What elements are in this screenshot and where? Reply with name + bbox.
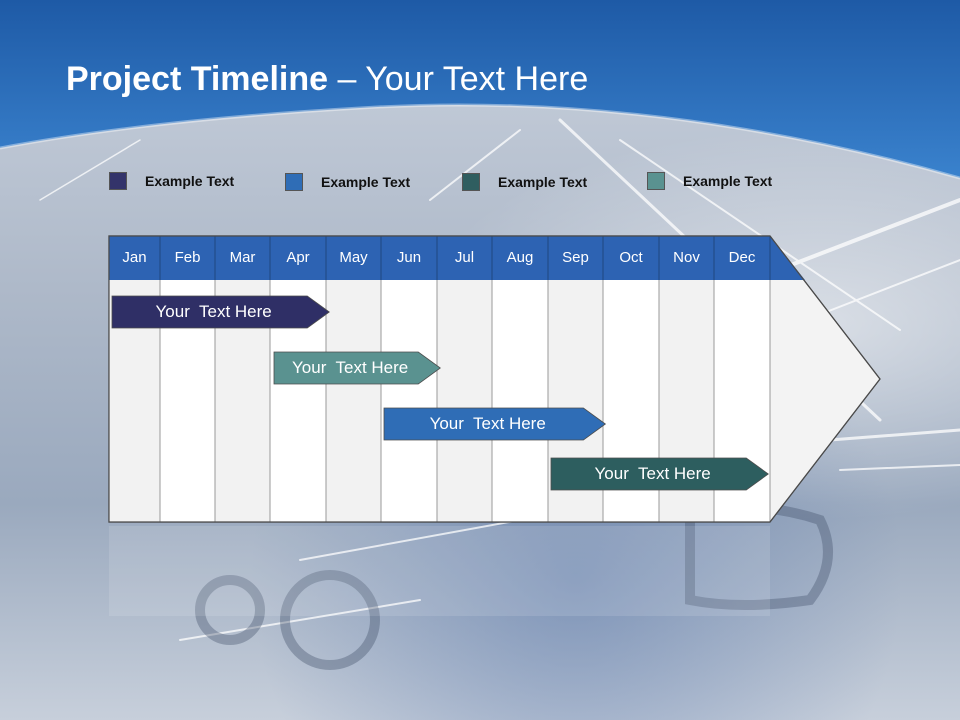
legend-swatch (285, 173, 303, 191)
legend-label: Example Text (498, 174, 588, 190)
month-label: Jun (396, 249, 422, 266)
month-header-band (109, 236, 805, 280)
month-label: May (339, 249, 368, 266)
task-bar (383, 407, 607, 441)
month-label: Aug (506, 249, 534, 266)
legend-item: Example Text (109, 171, 234, 191)
legend-swatch (109, 172, 127, 190)
task-label: Your Text Here (429, 414, 546, 433)
month-column (326, 280, 381, 522)
legend-item: Example Text (647, 171, 772, 191)
task-label: Your Text Here (155, 302, 272, 321)
timeline-arrow-outline (108, 235, 881, 523)
month-label: Feb (174, 249, 201, 266)
header-banner (0, 0, 960, 180)
month-label: Nov (673, 249, 700, 266)
month-label: Apr (286, 249, 310, 266)
month-label: Dec (728, 249, 756, 266)
month-label: Jul (454, 249, 475, 266)
month-label: Mar (229, 249, 256, 266)
task-bar (273, 351, 441, 385)
task-label: Your Text Here (594, 464, 711, 483)
legend-label: Example Text (683, 173, 773, 189)
title-bold: Project Timeline (66, 60, 329, 98)
title-rest: – Your Text Here (328, 60, 589, 98)
legend-swatch (647, 172, 665, 190)
month-column (381, 280, 437, 522)
month-column (492, 280, 548, 522)
task-label: Your Text Here (292, 358, 409, 377)
legend-label: Example Text (321, 174, 411, 190)
timeline-reflection (109, 526, 770, 616)
month-label: Jan (122, 249, 147, 266)
slide-title: Project Timeline – Your Text Here (66, 60, 588, 99)
legend-swatch (462, 173, 480, 191)
legend-item: Example Text (462, 172, 587, 192)
legend-label: Example Text (145, 173, 235, 189)
month-column (437, 280, 492, 522)
legend-item: Example Text (285, 172, 410, 192)
task-bar (111, 295, 330, 329)
month-label: Sep (562, 249, 589, 266)
task-bar (550, 457, 769, 491)
month-label: Oct (619, 249, 643, 266)
